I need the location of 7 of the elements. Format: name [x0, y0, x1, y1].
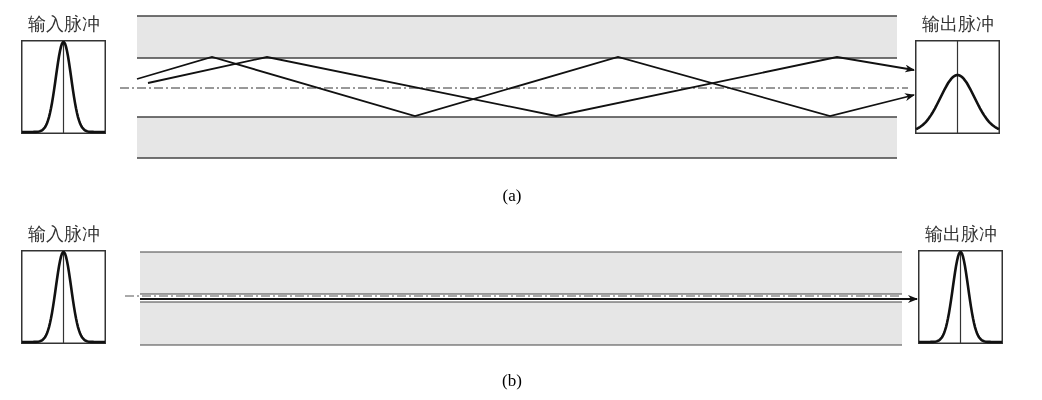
pulse-label: 输出脉冲	[923, 222, 998, 246]
pulse-label: 输入脉冲	[26, 12, 101, 36]
subfigure-label: (b)	[502, 371, 522, 391]
pulse-label: 输出脉冲	[920, 12, 995, 36]
ray-arrow	[139, 295, 918, 303]
subfigure-label: (a)	[502, 186, 522, 206]
pulse-label: 输入脉冲	[26, 222, 101, 246]
